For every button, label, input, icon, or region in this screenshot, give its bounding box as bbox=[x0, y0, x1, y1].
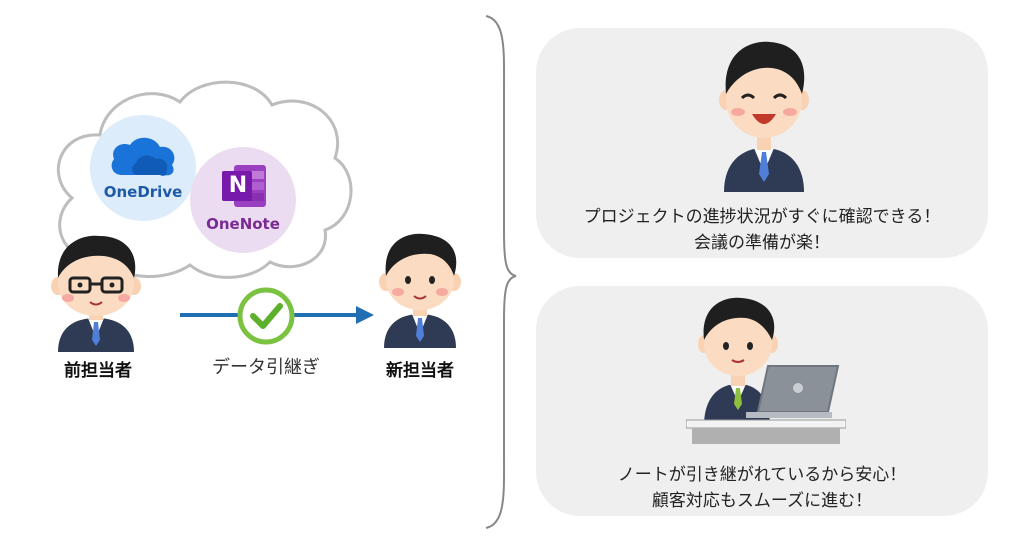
benefit-2-line-2: 顧客対応もスムーズに進む！ bbox=[651, 491, 873, 511]
happy-person-illustration bbox=[719, 41, 809, 192]
onenote-label: OneNote bbox=[206, 215, 280, 233]
benefit-2-line-1: ノートが引き継がれているから安心！ bbox=[617, 465, 907, 485]
new-person-label: 新担当者 bbox=[386, 361, 454, 381]
onenote-logo-letter: N bbox=[228, 173, 248, 198]
onedrive-badge: OneDrive bbox=[90, 115, 196, 221]
previous-person-label: 前担当者 bbox=[64, 361, 132, 381]
previous-person-illustration bbox=[51, 235, 141, 352]
onedrive-label: OneDrive bbox=[103, 183, 183, 201]
laptop-person-illustration bbox=[686, 297, 846, 444]
new-person-illustration bbox=[379, 233, 461, 348]
handover-label: データ引継ぎ bbox=[212, 357, 320, 378]
onedrive-cloud-icon bbox=[111, 137, 175, 176]
benefit-1-line-2: 会議の準備が楽！ bbox=[694, 233, 830, 253]
benefit-card-2: ノートが引き継がれているから安心！ 顧客対応もスムーズに進む！ bbox=[536, 286, 988, 516]
onenote-logo-icon bbox=[222, 165, 266, 207]
benefit-card-1: プロジェクトの進捗状況がすぐに確認できる！ 会議の準備が楽！ bbox=[536, 28, 988, 258]
onenote-badge: N OneNote bbox=[190, 147, 296, 253]
curly-brace bbox=[485, 15, 517, 529]
check-icon bbox=[237, 287, 295, 345]
benefit-1-line-1: プロジェクトの進捗状況がすぐに確認できる！ bbox=[583, 207, 941, 227]
